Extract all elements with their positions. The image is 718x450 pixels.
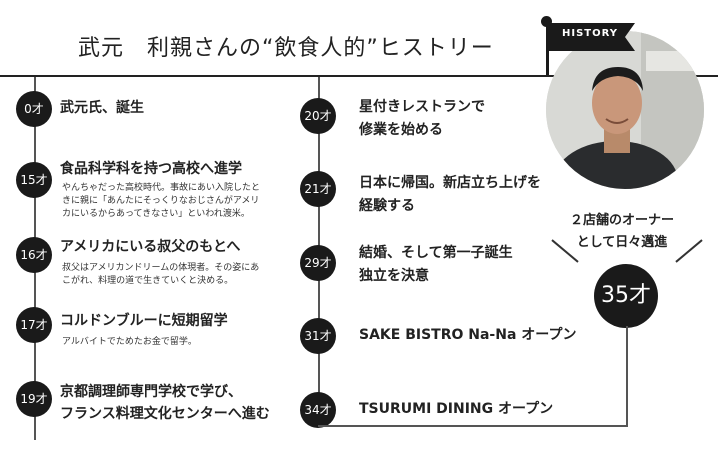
event-title-34: TSURUMI DINING オープン: [359, 401, 554, 417]
title-divider: [0, 75, 718, 77]
event-desc-15-line2: きに親に「あんたにそっくりなおじさんがアメリ: [62, 196, 260, 206]
portrait-illustration: [546, 31, 704, 189]
event-title-31: SAKE BISTRO Na-Na オープン: [359, 327, 577, 343]
owner-note: ２店舗のオーナー として日々邁進: [566, 210, 678, 254]
event-title-21-line1: 日本に帰国。新店立ち上げを: [359, 175, 541, 191]
age-badge-15: 15才: [16, 162, 52, 198]
flag-pole-cap: [541, 16, 552, 27]
event-title-19-line2: フランス料理文化センターへ進む: [60, 406, 270, 422]
page-title: 武元 利親さんの“飲食人的”ヒストリー: [78, 36, 494, 61]
event-desc-16-line2: こがれ、料理の道で生きていくと決める。: [62, 276, 234, 286]
connector-horizontal: [318, 425, 628, 427]
age-badge-21: 21才: [300, 171, 336, 207]
age-badge-31: 31才: [300, 318, 336, 354]
age-badge-20: 20才: [300, 98, 336, 134]
history-flag-banner: [549, 23, 635, 51]
event-title-29-line2: 独立を決意: [359, 268, 429, 284]
event-desc-15-line3: カにいるからあってきなさい」といわれ渡米。: [62, 209, 250, 219]
history-flag-label: HISTORY: [562, 28, 619, 39]
event-desc-17-line1: アルバイトでためたお金で留学。: [62, 337, 197, 347]
connector-vertical: [626, 326, 628, 427]
event-title-17: コルドンブルーに短期留学: [60, 313, 228, 329]
age-badge-19: 19才: [16, 381, 52, 417]
portrait-photo: [546, 31, 704, 189]
age-badge-0: 0才: [16, 91, 52, 127]
owner-note-line1: ２店舗のオーナー: [569, 213, 674, 228]
age-badge-35: 35才: [594, 264, 658, 328]
event-title-29-line1: 結婚、そして第一子誕生: [359, 245, 513, 261]
event-desc-16-line1: 叔父はアメリカンドリームの体現者。その姿にあ: [62, 263, 260, 273]
event-title-20-line1: 星付きレストランで: [359, 99, 485, 115]
age-badge-34: 34才: [300, 392, 336, 428]
owner-accent-right: [675, 239, 703, 263]
event-title-16: アメリカにいる叔父のもとへ: [60, 239, 241, 255]
event-desc-15-line1: やんちゃだった高校時代。事故にあい入院したと: [62, 183, 261, 193]
event-title-0: 武元氏、誕生: [60, 100, 144, 116]
event-title-19-line1: 京都調理師専門学校で学び、: [60, 384, 242, 400]
owner-note-line2: として日々邁進: [576, 235, 668, 250]
event-title-15: 食品科学科を持つ高校へ進学: [60, 161, 242, 177]
age-badge-29: 29才: [300, 245, 336, 281]
age-badge-16: 16才: [16, 237, 52, 273]
flag-pole: [546, 23, 549, 75]
age-badge-17: 17才: [16, 307, 52, 343]
event-title-20-line2: 修業を始める: [359, 122, 443, 138]
event-title-21-line2: 経験する: [359, 198, 415, 214]
